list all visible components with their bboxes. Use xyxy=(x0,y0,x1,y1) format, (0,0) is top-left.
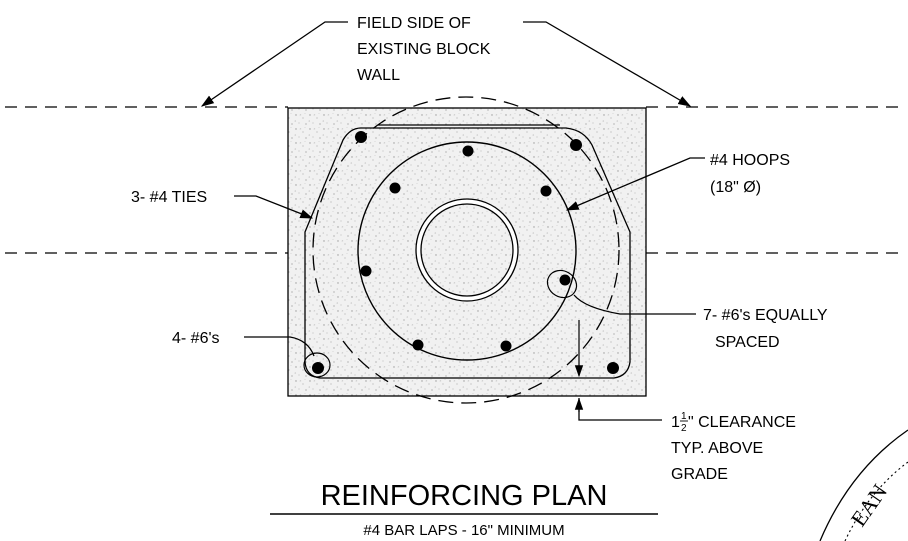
corner-bar xyxy=(570,139,582,151)
hoop-bar xyxy=(559,274,571,286)
hoop-circle xyxy=(357,141,577,361)
outer-tie xyxy=(304,127,631,379)
label-equally-spaced-line1: 7- #6's EQUALLY xyxy=(703,307,828,324)
label-clearance-line2: TYP. ABOVE xyxy=(671,440,763,457)
label-hoops-line1: #4 HOOPS xyxy=(710,152,790,169)
leader-field-side-left xyxy=(200,21,348,107)
seal-text: EAN xyxy=(846,479,892,530)
hoop-bar xyxy=(389,182,401,194)
leader-highlight xyxy=(546,269,578,299)
center-void-inner xyxy=(420,203,514,297)
engineer-seal: EAN xyxy=(819,429,908,541)
label-field-side-line2: EXISTING BLOCK xyxy=(357,41,491,58)
label-clearance-line3: GRADE xyxy=(671,466,728,483)
label-field-side-line1: FIELD SIDE OF xyxy=(357,15,471,32)
label-hoops-line2: (18" Ø) xyxy=(710,179,761,196)
label-clearance-numerator: 1 xyxy=(681,411,687,422)
leader-hoops xyxy=(565,157,705,211)
leader-field-side-right xyxy=(523,21,692,107)
leader-ties xyxy=(234,195,314,219)
corner-bar xyxy=(312,362,324,374)
seal-ring-outer xyxy=(819,429,908,541)
label-clearance-denominator: 2 xyxy=(681,423,687,434)
label-equally-spaced-line2: SPACED xyxy=(715,334,780,351)
hoop-bar xyxy=(500,340,512,352)
label-ties: 3- #4 TIES xyxy=(131,189,207,206)
leader-equally-spaced xyxy=(573,294,696,315)
leader-clearance xyxy=(578,398,662,421)
label-clearance-whole: 1 xyxy=(671,414,680,431)
hoop-bar xyxy=(462,145,474,157)
drawing-title: REINFORCING PLAN xyxy=(321,480,608,512)
leader-highlight xyxy=(303,352,331,378)
drawing-subtitle: #4 BAR LAPS - 16" MINIMUM xyxy=(363,522,564,539)
leader-corner-bars xyxy=(244,336,315,357)
hoop-bar xyxy=(360,265,372,277)
corner-bar xyxy=(355,131,367,143)
corner-bar xyxy=(607,362,619,374)
seal-ring-inner xyxy=(844,461,908,541)
label-clearance-line1: " CLEARANCE xyxy=(688,414,796,431)
label-field-side-line3: WALL xyxy=(357,67,400,84)
label-corner-bars: 4- #6's xyxy=(172,330,220,347)
dashed-tie xyxy=(312,96,620,404)
hoop-bar xyxy=(540,185,552,197)
hoop-bar xyxy=(412,339,424,351)
